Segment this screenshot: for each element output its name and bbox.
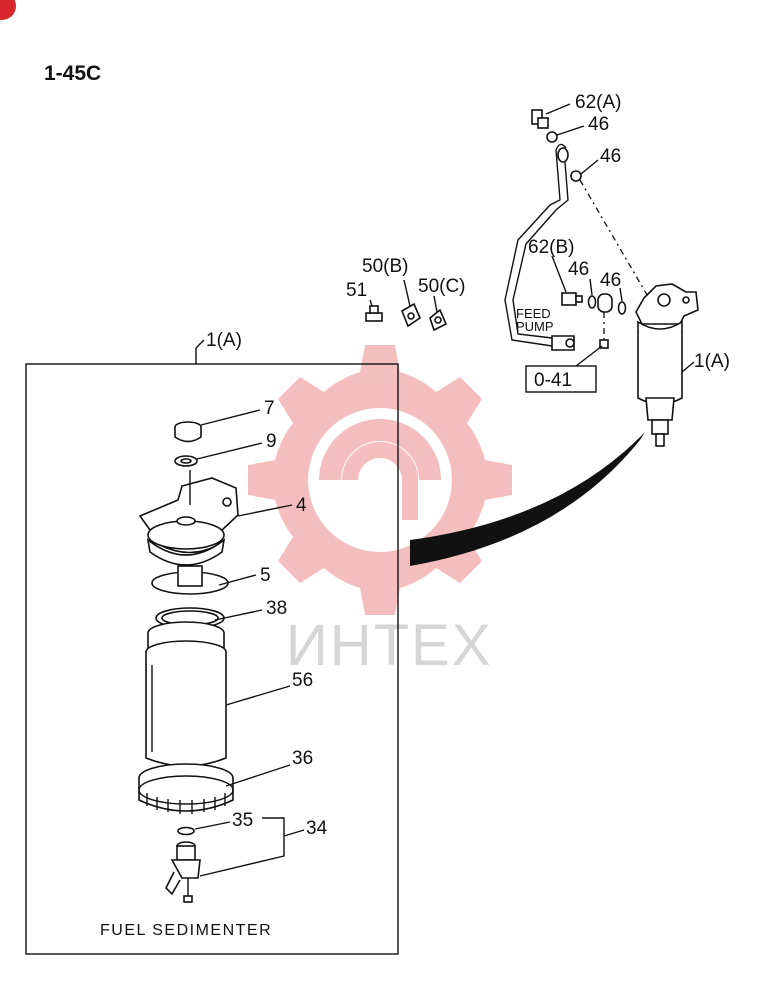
- part-46-washer-a: [587, 295, 597, 309]
- callout-46-top: 46: [588, 114, 609, 135]
- callout-4: 4: [296, 495, 307, 516]
- callout-46-right: 46: [600, 270, 621, 291]
- callout-36: 36: [292, 748, 313, 769]
- part-51-bolt: [365, 305, 383, 322]
- feed-pump-label-line1: FEED: [516, 306, 551, 321]
- callout-38: 38: [266, 598, 287, 619]
- callout-1a-side: 1(A): [694, 351, 730, 372]
- watermark-logo: [248, 345, 512, 615]
- reference-box: [525, 365, 597, 393]
- callout-62a: 62(A): [575, 92, 621, 113]
- page-code: 1-45C: [44, 62, 101, 85]
- callout-46-upper: 46: [600, 146, 621, 167]
- part-56-filter-element: [145, 621, 227, 781]
- assembled-filter-thumbnail: [635, 283, 699, 447]
- part-34-drain-plug: [165, 841, 201, 903]
- part-4-head: [138, 470, 239, 566]
- part-50b-clip: [401, 302, 421, 328]
- corner-badge-icon: [0, 0, 16, 20]
- feed-pump-label-line2: PUMP: [516, 319, 554, 334]
- part-36-retaining-ring: [138, 763, 234, 814]
- callout-34: 34: [306, 818, 328, 839]
- part-46-washer-b: [617, 301, 627, 315]
- callout-56: 56: [292, 670, 313, 691]
- callout-7: 7: [264, 398, 275, 419]
- callout-50b: 50(B): [362, 256, 408, 277]
- sedimenter-frame: [25, 363, 399, 955]
- callout-51: 51: [346, 280, 367, 301]
- callout-35: 35: [232, 810, 253, 831]
- diagram-caption: FUEL SEDIMENTER: [100, 922, 272, 939]
- callout-5: 5: [260, 565, 271, 586]
- callout-50c: 50(C): [418, 276, 466, 297]
- watermark-text: ИНТЕХ: [286, 613, 492, 678]
- callout-62b: 62(B): [528, 237, 574, 258]
- part-5-seal: [151, 565, 229, 595]
- part-7-cap: [174, 421, 202, 443]
- callout-1a-box: 1(A): [206, 330, 242, 351]
- fuel-pipe-assembly: [504, 109, 582, 351]
- part-62b-bolt: [561, 292, 583, 306]
- zoom-arrow-icon: [410, 432, 645, 566]
- callout-46-mid: 46: [568, 259, 589, 280]
- callout-9: 9: [266, 431, 277, 452]
- reference-box-label: 0-41: [534, 370, 572, 391]
- part-50c-clip: [429, 308, 448, 332]
- part-35-oring: [177, 826, 195, 836]
- banjo-fitting: [597, 293, 613, 349]
